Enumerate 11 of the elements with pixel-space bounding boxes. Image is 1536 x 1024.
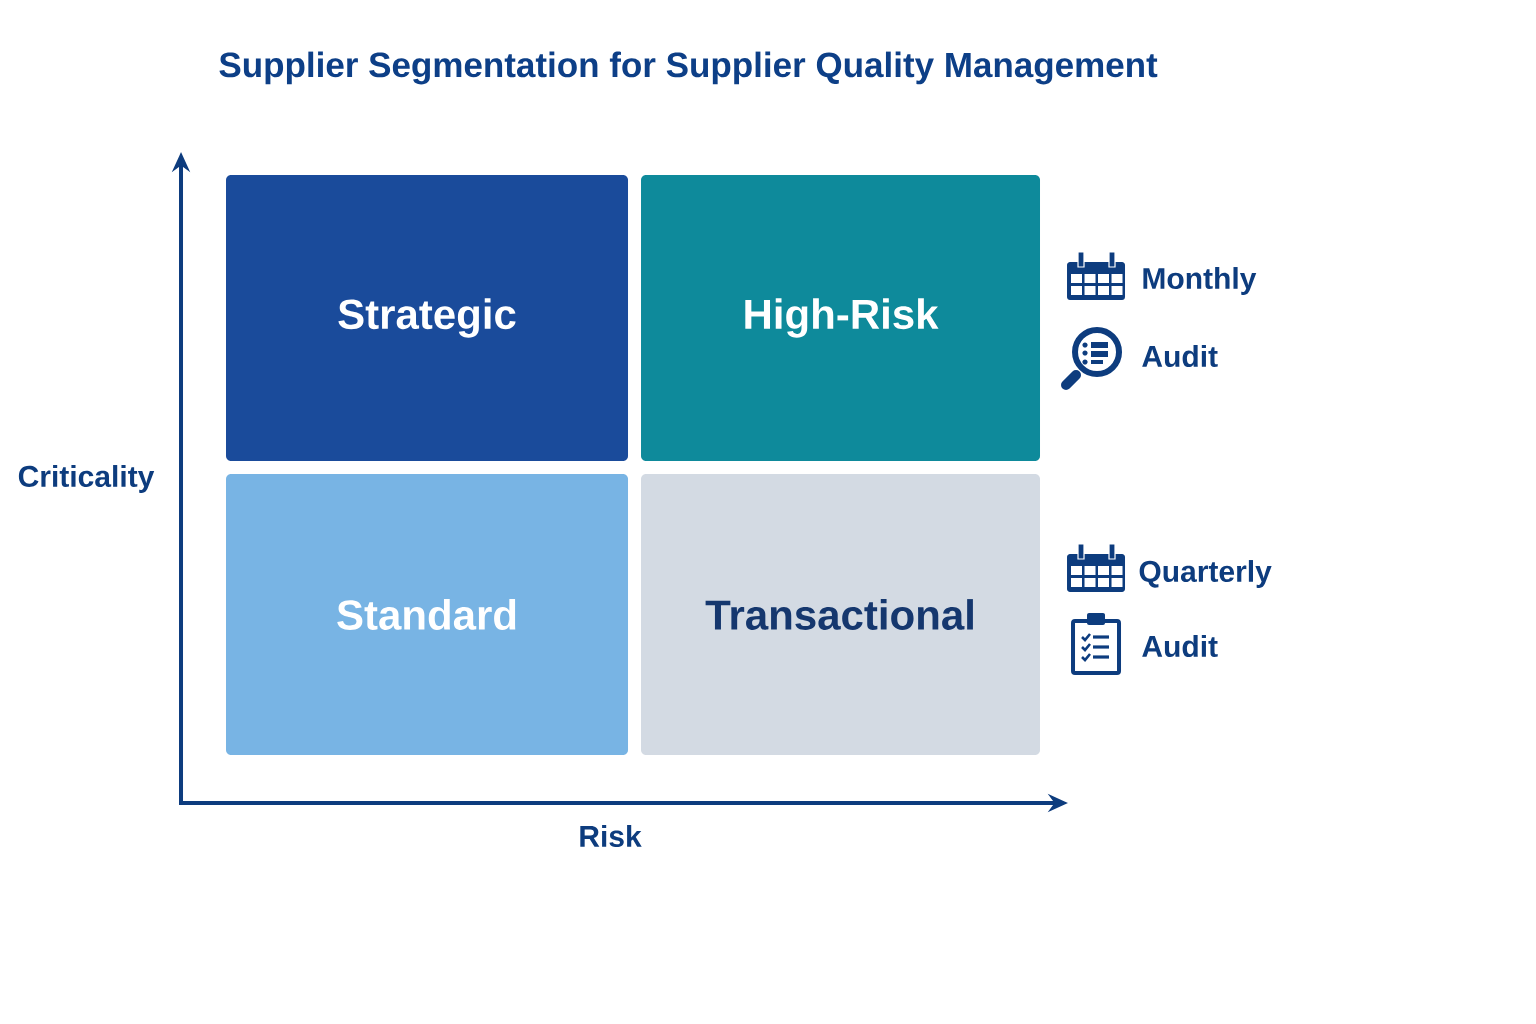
- axis-label: Criticality: [18, 465, 155, 493]
- text-label: Monthly: [1143, 267, 1257, 295]
- quadrant-box: High-Risk: [641, 175, 1040, 461]
- text-label: Audit: [1142, 635, 1218, 657]
- text-label: Audit: [1142, 345, 1218, 367]
- quadrant-box: Strategic: [226, 175, 628, 461]
- title: Supplier Segmentation for Supplier Quality Management: [219, 51, 1158, 85]
- quadrant-box: Standard: [226, 474, 628, 755]
- text-label: Quarterly: [1139, 560, 1272, 588]
- axis-label: Risk: [580, 825, 642, 847]
- quadrant-box: Transactional: [641, 474, 1040, 755]
